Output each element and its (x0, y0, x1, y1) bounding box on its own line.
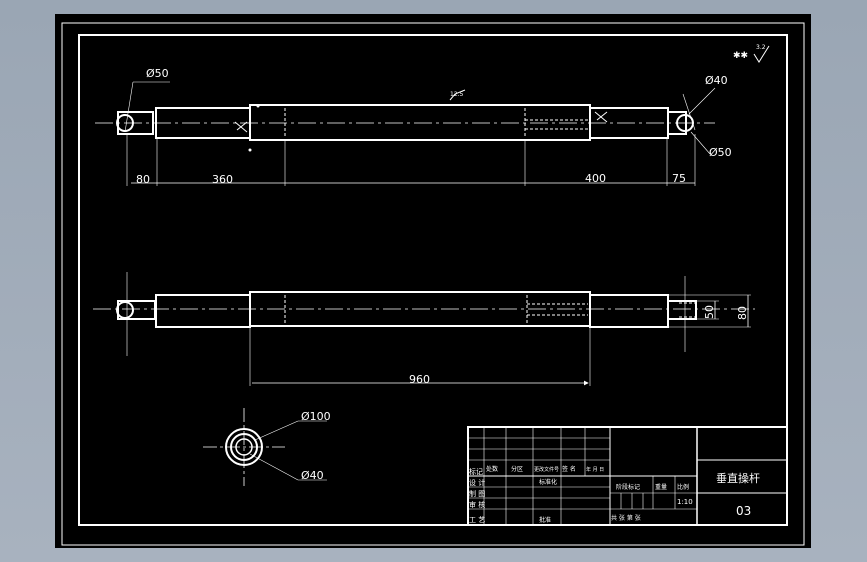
tb-row-label: 标记 (469, 467, 483, 476)
top-view: 12.5 (95, 81, 716, 186)
tb-col-label: 签 名 (562, 465, 576, 473)
dim-len-right: 400 (585, 172, 606, 185)
side-view (93, 272, 755, 386)
dim-total-length: 960 (409, 373, 430, 386)
title-block (467, 426, 788, 526)
dim-section-inner: Ø40 (301, 469, 324, 482)
tb-approve: 批准 (539, 516, 551, 524)
tb-stage-mark: 阶段标记 (616, 483, 640, 491)
tb-standard: 标准化 (539, 478, 557, 486)
cad-viewport[interactable]: ✱✱ 3.2 12.5 (55, 14, 811, 548)
dim-end-height-outer: 80 (736, 306, 749, 320)
dim-dia-right-top: Ø40 (705, 74, 728, 87)
tb-weight: 重量 (655, 483, 667, 491)
dim-dia-right-bottom: Ø50 (709, 146, 732, 159)
tb-scale-label: 比例 (677, 483, 689, 491)
tb-row-label: 设 计 (469, 478, 485, 487)
dim-end-height-inner: 50 (703, 305, 716, 319)
tb-col-label: 年 月 日 (586, 466, 604, 473)
dim-len-right-end: 75 (672, 172, 686, 185)
dim-len-left: 360 (212, 173, 233, 186)
roughness-icon (753, 45, 770, 63)
roughness-upper-value: 12.5 (450, 91, 464, 98)
tb-col-label: 处数 (486, 465, 498, 473)
drawing-number: 03 (736, 504, 751, 518)
drawing-canvas: ✱✱ 3.2 12.5 (61, 22, 805, 546)
star-mark: ✱✱ (733, 51, 748, 61)
outer-frame (61, 22, 805, 546)
tb-col-label: 更改文件号 (534, 466, 559, 473)
tb-row-label: 审 核 (469, 500, 485, 509)
drawing-title: 垂直操杆 (716, 471, 760, 485)
dim-section-outer: Ø100 (301, 410, 331, 423)
tb-sheets: 共 张 第 张 (611, 514, 641, 522)
section-view (203, 408, 327, 486)
tb-row-label: 工 艺 (469, 516, 485, 524)
tb-row-label: 制 图 (469, 489, 485, 498)
inner-frame (78, 34, 788, 526)
dim-dia-left: Ø50 (146, 67, 169, 80)
tb-scale-value: 1:10 (677, 498, 693, 506)
tb-col-label: 分区 (511, 465, 523, 473)
roughness-value: 3.2 (756, 44, 766, 51)
dim-len-left-end: 80 (136, 173, 150, 186)
